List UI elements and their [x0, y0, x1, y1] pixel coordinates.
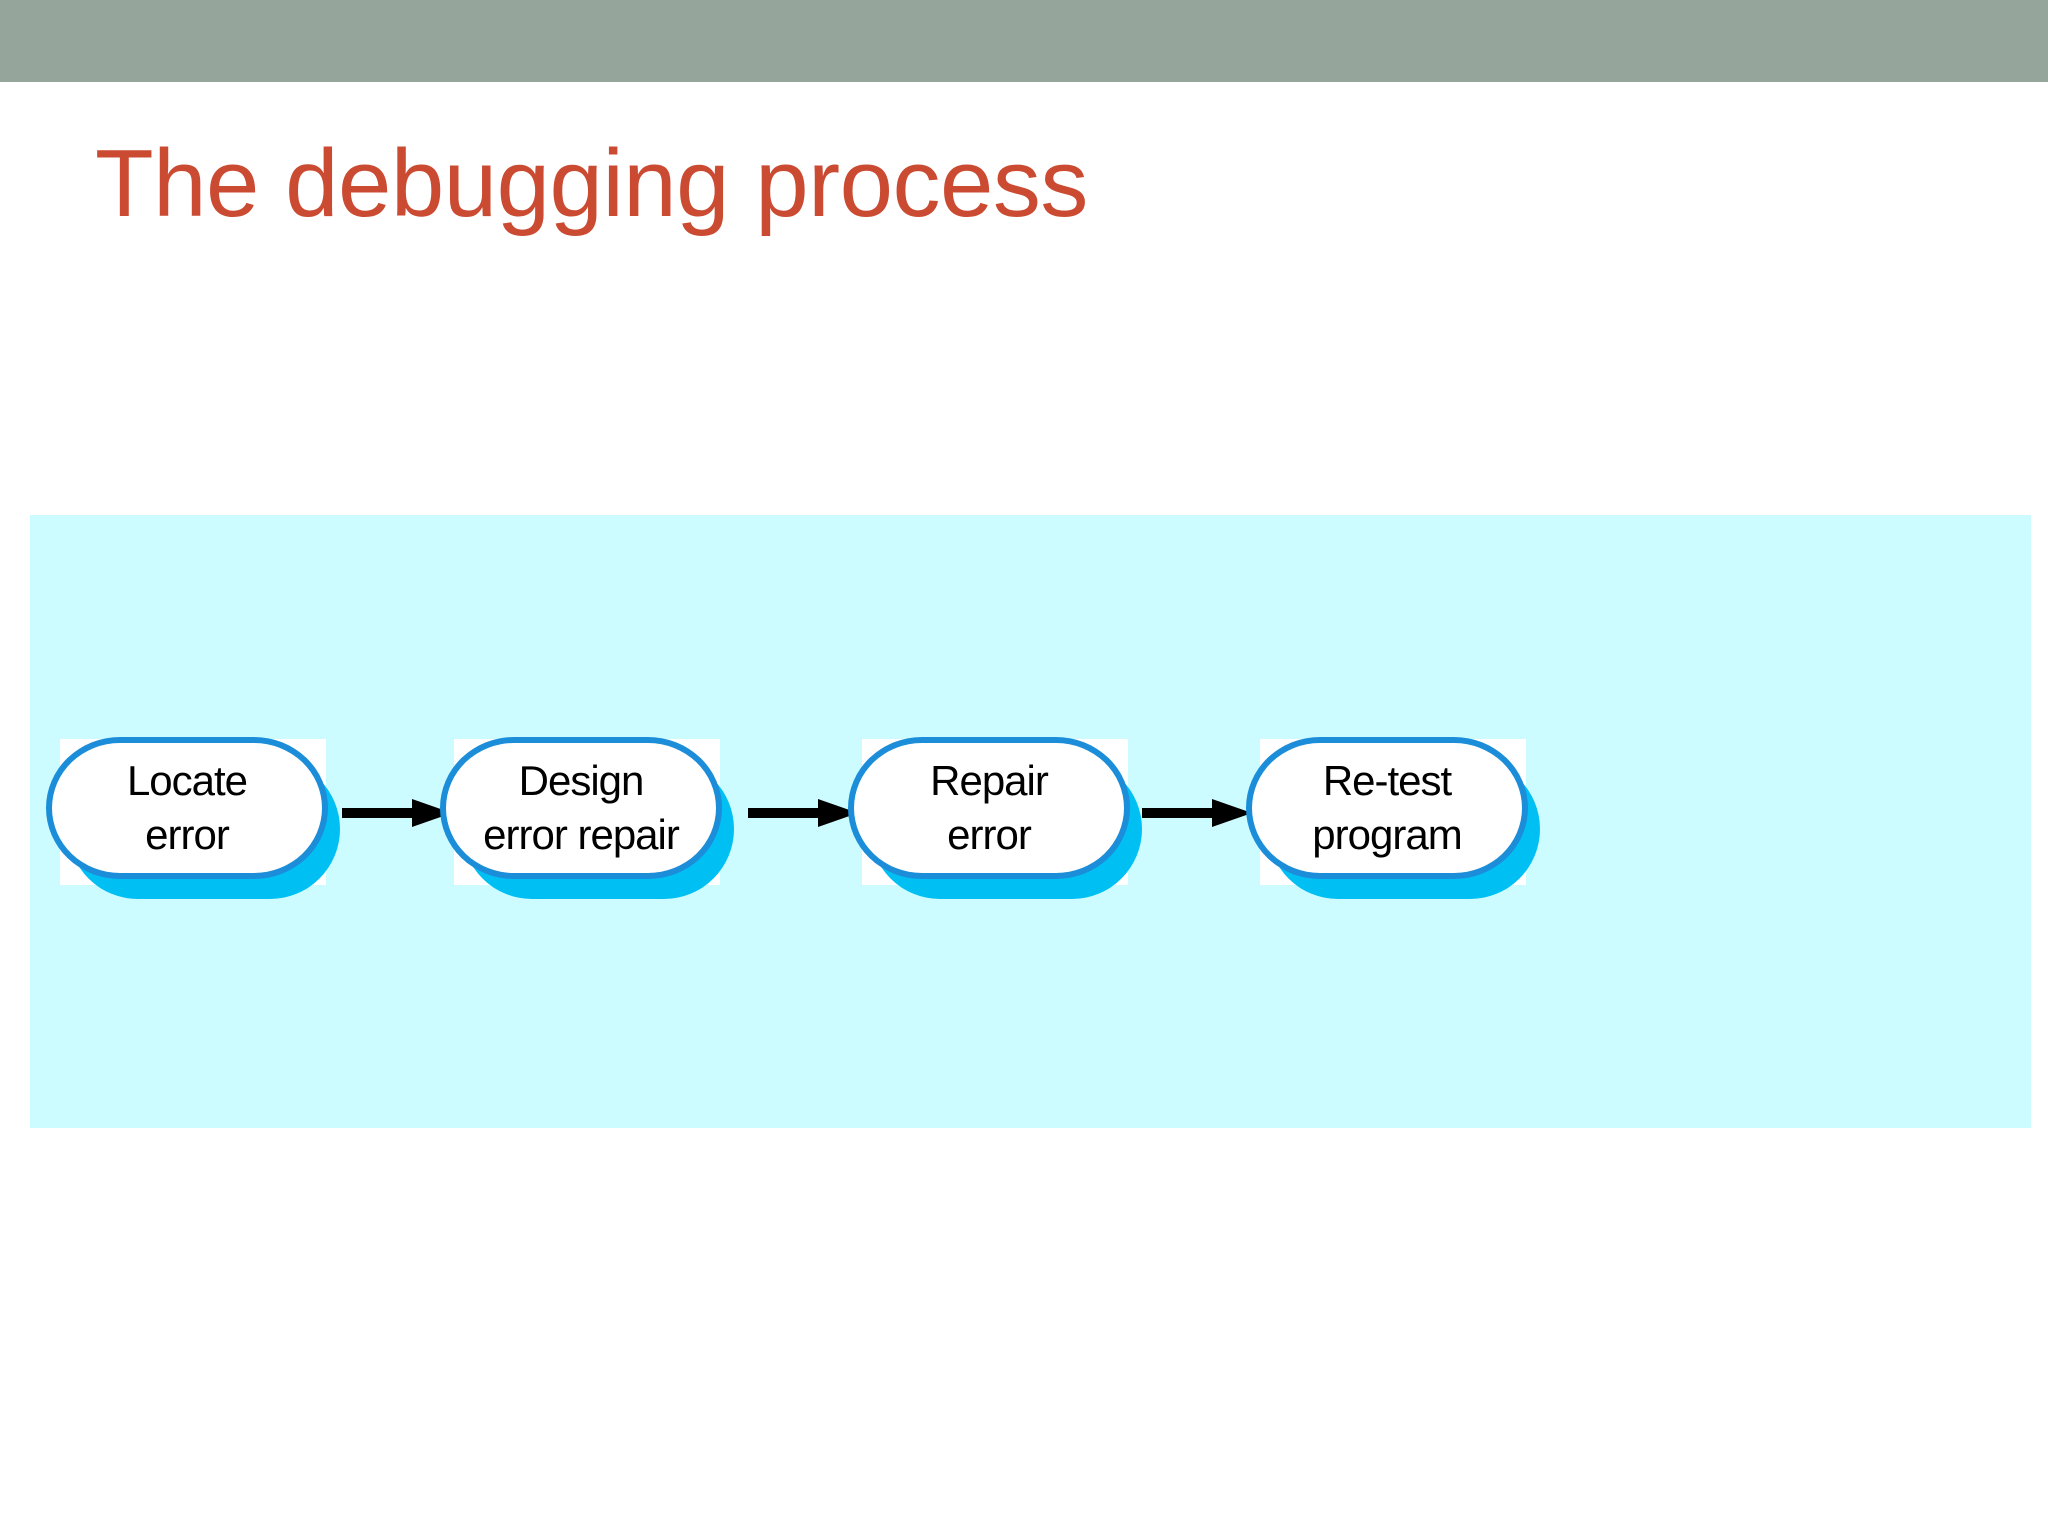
flow-node-design-error-repair[interactable]: Design error repair: [440, 737, 734, 899]
flow-arrow-3: [1142, 793, 1252, 833]
flow-node-locate-error[interactable]: Locate error: [46, 737, 340, 899]
page-title: The debugging process: [95, 130, 1088, 237]
flow-node-repair-error[interactable]: Repair error: [848, 737, 1142, 899]
arrow-shaft: [748, 808, 826, 818]
arrow-shaft: [1142, 808, 1220, 818]
node-body: Locate error: [46, 737, 328, 879]
node-label-line-1: Design: [518, 757, 645, 804]
node-label-line-1: Locate: [126, 757, 248, 804]
node-label-line-2: error: [947, 811, 1032, 858]
node-label-line-1: Re-test: [1322, 757, 1452, 804]
flow-arrow-2: [748, 793, 858, 833]
flow-node-re-test-program[interactable]: Re-test program: [1246, 737, 1540, 899]
node-body: Repair error: [848, 737, 1130, 879]
node-label-line-2: error: [145, 811, 230, 858]
arrow-head-icon: [1212, 799, 1252, 827]
node-label-line-2: error repair: [483, 811, 680, 858]
node-label-line-1: Repair: [930, 757, 1049, 804]
slide-top-bar: [0, 0, 2048, 82]
arrow-shaft: [342, 808, 420, 818]
node-label-line-2: program: [1312, 811, 1462, 858]
node-body: Re-test program: [1246, 737, 1528, 879]
flow-arrow-1: [342, 793, 452, 833]
node-body: Design error repair: [440, 737, 722, 879]
debugging-process-diagram: Locate error Design error repair Repair …: [30, 515, 2031, 1128]
